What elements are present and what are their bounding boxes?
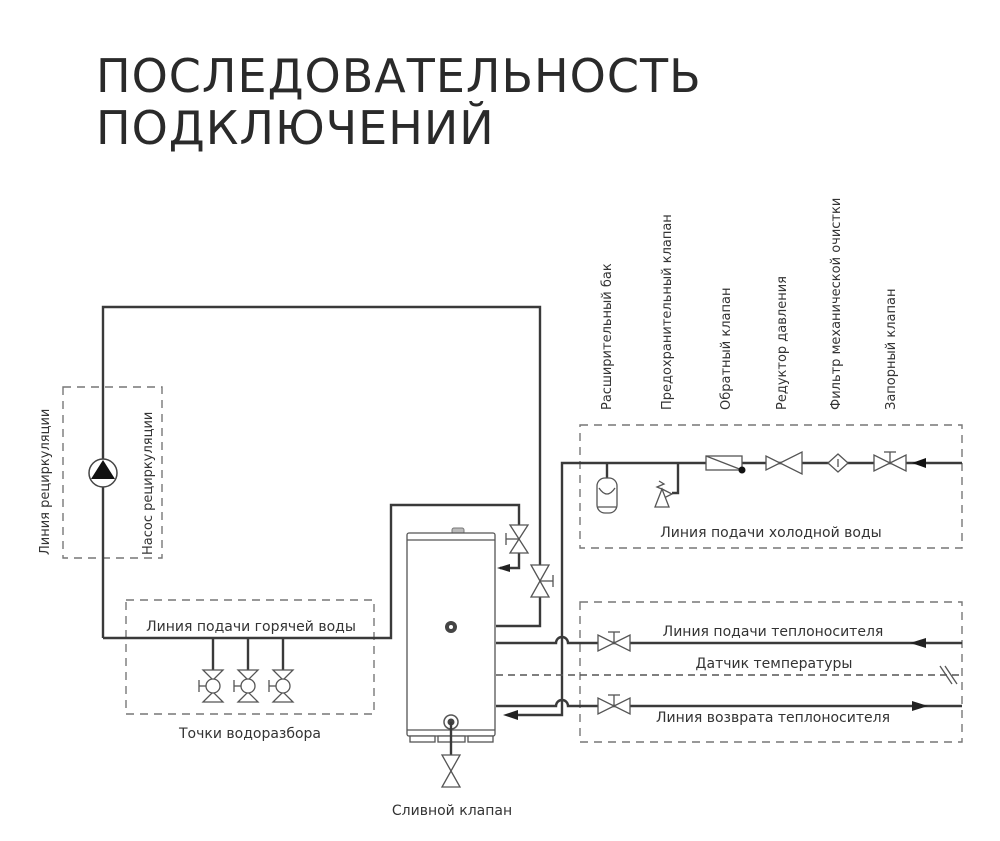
mechanical-filter-icon[interactable]	[827, 453, 849, 473]
recirculation-line-label: Линия рециркуляции	[38, 409, 53, 555]
title-line-1: ПОСЛЕДОВАТЕЛЬНОСТЬ	[96, 49, 702, 103]
mechanical-filter-label: Фильтр механической очистки	[829, 198, 844, 410]
draw-off-points-label: Точки водоразбора	[178, 726, 321, 742]
recirculation-shutoff-valve-icon[interactable]	[529, 564, 554, 598]
draw-off-tap-icon[interactable]	[268, 638, 295, 703]
coolant-supply-arrow-icon	[910, 638, 926, 648]
hot-water-shutoff-valve-icon[interactable]	[505, 524, 530, 554]
water-heater-tank	[406, 527, 496, 743]
pressure-reducer-icon[interactable]	[765, 450, 803, 476]
title-line-2: ПОДКЛЮЧЕНИЙ	[96, 101, 495, 155]
coolant-group-box	[579, 601, 963, 743]
coolant-supply-pipe	[496, 635, 962, 645]
drain-valve-label: Сливной клапан	[392, 803, 512, 819]
drain-valve-icon[interactable]	[440, 754, 462, 788]
recirculation-pump-label: Насос рециркуляции	[141, 412, 156, 555]
hot-water-arrow-icon	[497, 564, 510, 572]
sensor-break-icon	[939, 665, 958, 685]
coolant-return-pipe	[496, 698, 962, 708]
coolant-return-label: Линия возврата теплоносителя	[656, 710, 890, 726]
cold-water-pipe	[508, 461, 962, 717]
coolant-supply-label: Линия подачи теплоносителя	[663, 624, 884, 640]
expansion-tank-label: Расширительный бак	[600, 263, 615, 410]
draw-off-tap-icon[interactable]	[233, 638, 260, 703]
recirculation-pump-icon[interactable]	[88, 458, 118, 488]
coolant-return-valve-icon[interactable]	[597, 694, 631, 716]
pressure-reducer-label: Редуктор давления	[775, 276, 790, 410]
shutoff-valve-icon[interactable]	[873, 451, 907, 473]
cold-water-inflow-arrow-icon	[912, 458, 926, 468]
draw-off-tap-icon[interactable]	[198, 638, 225, 703]
cold-water-supply-label: Линия подачи холодной воды	[660, 525, 881, 541]
safety-valve-icon[interactable]	[654, 463, 680, 508]
hot-water-pipe	[103, 503, 521, 640]
cold-water-inlet-arrow-icon	[503, 710, 518, 720]
hot-water-supply-label: Линия подачи горячей воды	[146, 619, 356, 635]
expansion-tank-icon[interactable]	[596, 463, 618, 514]
safety-valve-label: Предохранительный клапан	[660, 214, 675, 410]
check-valve-icon[interactable]	[705, 455, 746, 474]
coolant-return-arrow-icon	[912, 701, 928, 711]
check-valve-label: Обратный клапан	[719, 288, 734, 410]
recirculation-return-pipe	[496, 597, 542, 628]
shutoff-valve-label: Запорный клапан	[884, 289, 899, 410]
page-title: ПОСЛЕДОВАТЕЛЬНОСТЬ ПОДКЛЮЧЕНИЙ	[96, 50, 702, 154]
coolant-supply-valve-icon[interactable]	[597, 631, 631, 653]
temperature-sensor-label: Датчик температуры	[696, 656, 853, 672]
recirculation-group-box	[62, 386, 163, 559]
